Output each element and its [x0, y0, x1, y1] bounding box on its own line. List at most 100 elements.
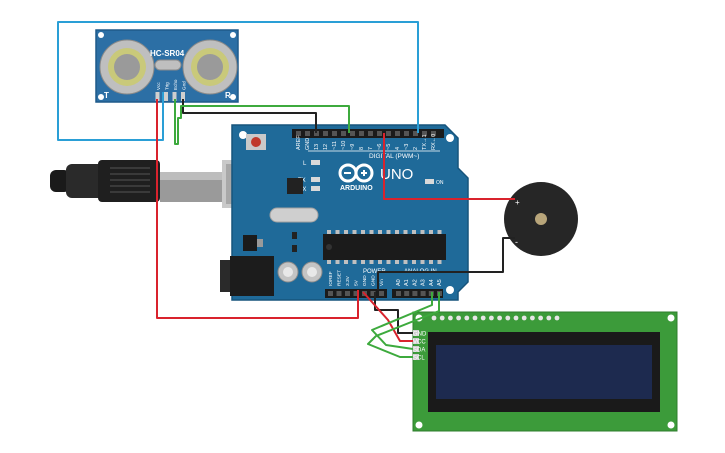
digital-pin-socket[interactable]	[314, 131, 319, 136]
led-tx	[311, 177, 320, 182]
led-rx	[311, 186, 320, 191]
digital-pin-socket[interactable]	[413, 131, 418, 136]
analog-pin-label: A4	[429, 279, 435, 286]
digital-pin-label: ~5	[386, 144, 392, 150]
digital-pin-socket[interactable]	[377, 131, 382, 136]
digital-pin-label: ~10	[341, 141, 347, 150]
analog-pin-socket[interactable]	[404, 291, 410, 296]
digital-pin-socket[interactable]	[296, 131, 301, 136]
digital-pin-socket[interactable]	[368, 131, 373, 136]
lcd-pin[interactable]	[413, 330, 419, 336]
lcd-pin-label: GND	[413, 332, 427, 338]
led-l-label: L	[303, 161, 307, 167]
analog-pin-label: A0	[396, 279, 402, 286]
digital-pin-socket[interactable]	[350, 131, 355, 136]
lcd-pin-label: SDA	[413, 348, 425, 354]
power-pin-socket[interactable]	[345, 291, 350, 296]
analog-pin-socket[interactable]	[396, 291, 401, 296]
digital-pin-label: ~6	[377, 144, 383, 150]
sensor-r-mark: R	[225, 91, 231, 100]
digital-pin-socket[interactable]	[305, 131, 310, 136]
arduino-model: UNO	[380, 166, 413, 183]
lcd-pin[interactable]	[413, 338, 419, 344]
buzzer-minus: -	[515, 237, 518, 247]
digital-pin-socket[interactable]	[341, 131, 346, 136]
power-label: POWER	[363, 269, 386, 275]
on-led-label: ON	[436, 180, 444, 186]
digital-pin-label: 8	[359, 147, 365, 150]
lcd-pin[interactable]	[413, 346, 419, 352]
digital-pin-socket[interactable]	[386, 131, 391, 136]
lcd-screen	[436, 345, 652, 399]
reset-button[interactable]	[246, 134, 266, 150]
sensor-pin-label: Echo	[173, 79, 178, 90]
atmega-chip	[323, 230, 446, 264]
digital-pin-socket[interactable]	[359, 131, 364, 136]
digital-pin-label: AREF	[296, 135, 302, 150]
sensor-pin[interactable]	[181, 92, 185, 101]
wire-red-sensor-5v	[156, 99, 359, 319]
digital-pin-label: ~3	[404, 144, 410, 150]
digital-pin-label: ~9	[350, 144, 356, 150]
digital-pin-socket[interactable]	[395, 131, 400, 136]
digital-pin-socket[interactable]	[431, 131, 436, 136]
digital-pin-socket[interactable]	[404, 131, 409, 136]
wire-green-lcd-sda	[371, 292, 433, 350]
wire-black-buzzer	[377, 237, 515, 290]
digital-pin-label: 2	[413, 147, 419, 150]
power-pin-label: 3.3V	[345, 275, 351, 286]
lcd-pin-label: SCL	[413, 356, 425, 362]
sensor-pin[interactable]	[164, 92, 168, 101]
analog-pin-socket[interactable]	[412, 291, 418, 296]
lcd-i2c-module: GND VCC SDA SCL	[412, 311, 678, 432]
power-pin-label: Vin	[379, 279, 385, 286]
power-pin-label: RESET	[337, 270, 343, 286]
digital-pin-label: 12	[323, 144, 329, 150]
power-pin-socket[interactable]	[336, 291, 342, 296]
sensor-t-mark: T	[104, 91, 109, 100]
crystal	[269, 207, 319, 223]
arduino-brand: ARDUINO	[340, 185, 373, 192]
analog-pin-socket[interactable]	[420, 291, 426, 296]
lcd-pin-label: VCC	[413, 340, 426, 346]
digital-pin-label: 4	[395, 147, 401, 150]
digital-pin-socket[interactable]	[332, 131, 337, 136]
digital-pin-label: RX←0	[431, 134, 437, 150]
led-l	[311, 160, 320, 165]
analog-pin-label: A5	[437, 279, 443, 286]
digital-pin-socket[interactable]	[323, 131, 328, 136]
capacitors	[277, 261, 323, 283]
wire-green-lcd-scl	[367, 292, 440, 358]
piezo-buzzer: + -	[504, 182, 578, 256]
digital-pin-sockets	[296, 131, 436, 136]
sensor-pin[interactable]	[155, 92, 160, 101]
digital-pin-label: 13	[314, 144, 320, 150]
power-pin-socket[interactable]	[353, 291, 359, 296]
analog-pin-label: A2	[412, 279, 418, 286]
power-pin-label: GND	[362, 275, 368, 286]
wire-blue	[57, 21, 419, 141]
digital-pin-label: 7	[368, 147, 374, 150]
analog-pin-label: A1	[404, 279, 410, 286]
digital-pin-socket[interactable]	[422, 131, 427, 136]
digital-pin-label: ~11	[332, 141, 338, 150]
digital-label: DIGITAL (PWM~)	[369, 153, 419, 160]
power-pin-socket[interactable]	[328, 291, 333, 296]
voltage-regulator	[243, 235, 257, 251]
power-pin-socket[interactable]	[379, 291, 384, 296]
power-pin-label: 5V	[354, 279, 360, 286]
sensor-pin-label: Trig	[165, 82, 170, 90]
power-pin-socket[interactable]	[370, 291, 376, 296]
analog-header	[392, 289, 443, 298]
digital-pin-label: GND	[305, 138, 311, 150]
analog-pin-label: A3	[421, 279, 427, 286]
on-led	[425, 179, 434, 184]
sensor-model-label: HC-SR04	[150, 49, 185, 58]
sensor-pin[interactable]	[172, 92, 177, 101]
wire-green-sensor-echo	[174, 99, 350, 145]
wire-red-buzzer	[383, 133, 515, 200]
lcd-pin[interactable]	[413, 354, 419, 360]
